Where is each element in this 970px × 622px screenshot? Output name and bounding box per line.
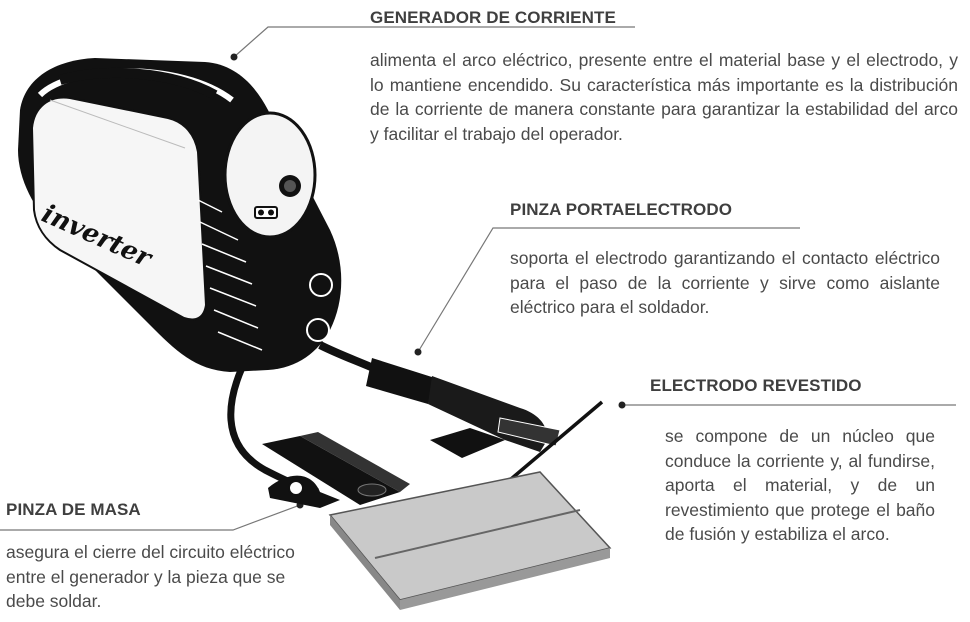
leader-portaelectrodo	[417, 227, 800, 353]
electrode-holder	[366, 358, 561, 458]
ventilation-slots	[197, 199, 263, 351]
text-portaelectrodo: soporta el electrodo garantizando el con…	[510, 248, 940, 317]
text-generador: alimenta el arco eléctrico, presente ent…	[370, 50, 958, 144]
ground-cable	[227, 353, 319, 496]
leader-lines	[0, 26, 956, 531]
machine-side-panel	[30, 96, 208, 321]
ground-clamp	[262, 432, 410, 508]
leader-dot-generador	[230, 53, 238, 61]
text-electrodo: se compone de un núcleo que conduce la c…	[665, 426, 935, 544]
title-generador: GENERADOR DE CORRIENTE	[370, 8, 616, 27]
electrode-cable	[318, 341, 380, 374]
socket-positive	[309, 273, 333, 297]
front-panel	[223, 111, 317, 239]
leader-dot-electrodo	[618, 401, 626, 409]
inverter-machine: inverter	[18, 58, 342, 372]
leader-dot-portaelectrodo	[414, 348, 422, 356]
title-portaelectrodo: PINZA PORTAELECTRODO	[510, 200, 733, 219]
leader-masa	[0, 504, 301, 531]
leader-generador	[233, 26, 635, 58]
workpiece-plate	[328, 471, 612, 610]
title-electrodo: ELECTRODO REVESTIDO	[650, 376, 862, 395]
socket-negative	[306, 318, 330, 342]
title-masa: PINZA DE MASA	[6, 500, 141, 519]
text-masa: asegura el cierre del circuito eléctrico…	[6, 542, 295, 611]
